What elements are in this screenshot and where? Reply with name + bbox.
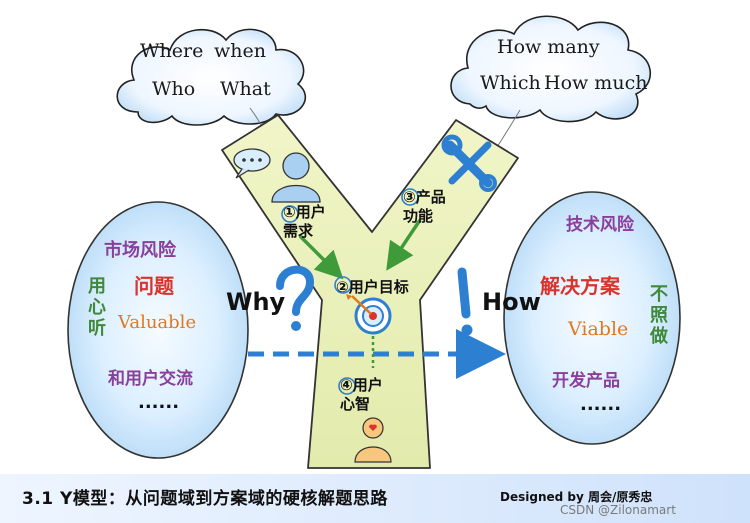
watermark: CSDN @Zilonamart — [560, 503, 676, 517]
step-user-needs: ①用户需求 — [283, 203, 326, 240]
question-mark-icon — [276, 265, 315, 331]
communicate-label: 和用户交流 — [108, 369, 193, 389]
listen-label: 用心听 — [88, 276, 106, 339]
footer-bar — [0, 474, 750, 523]
needs-to-goal-arrow — [298, 234, 344, 280]
step-product-function: ③产品功能 — [403, 188, 446, 225]
function-to-goal-arrow — [386, 219, 422, 271]
step-1-circle — [281, 205, 299, 223]
right-ellipsis: ...... — [580, 394, 622, 415]
cloud-word-what: What — [220, 78, 271, 100]
market-risk-label: 市场风险 — [104, 240, 176, 261]
cloud-word-how-many: How many — [497, 36, 600, 58]
left-ellipsis: ...... — [138, 392, 180, 413]
cloud-word-which: Which — [480, 72, 541, 94]
valuable-label: Valuable — [118, 312, 197, 333]
target-icon — [346, 294, 392, 335]
step-2-circle — [334, 276, 352, 294]
user-icon — [271, 152, 321, 203]
step-user-goal: ②用户目标 — [336, 278, 409, 296]
left-cloud — [116, 28, 306, 126]
tech-risk-label: 技术风险 — [566, 215, 634, 235]
footer-title: 3.1 Y模型：从问题域到方案域的硬核解题思路 — [22, 489, 388, 509]
viable-label: Viable — [568, 318, 629, 340]
cloud-word-when: when — [214, 40, 266, 62]
dont-copy-label: 不照做 — [650, 284, 668, 347]
cloud-word-who: Who — [152, 78, 196, 100]
tools-icon — [441, 134, 497, 192]
problem-label: 问题 — [134, 274, 174, 298]
right-cloud — [450, 15, 652, 123]
why-label: Why — [226, 288, 286, 316]
footer-credit: Designed by 周会/原秀忠 — [500, 490, 653, 504]
step-user-mind: ④用户心智 — [340, 376, 383, 413]
develop-label: 开发产品 — [552, 371, 620, 391]
cloud-word-how-much: How much — [544, 72, 648, 94]
y-shape — [221, 114, 519, 469]
cloud-word-where: Where — [140, 40, 204, 62]
solution-label: 解决方案 — [540, 274, 620, 298]
exclamation-mark-icon — [457, 267, 473, 336]
right-oval — [503, 191, 681, 445]
left-oval — [67, 201, 249, 459]
mind-person-icon — [354, 417, 392, 463]
step-4-circle — [338, 377, 356, 395]
how-label: How — [482, 288, 541, 316]
step-3-circle — [401, 188, 419, 206]
speech-bubble-icon — [233, 148, 271, 179]
